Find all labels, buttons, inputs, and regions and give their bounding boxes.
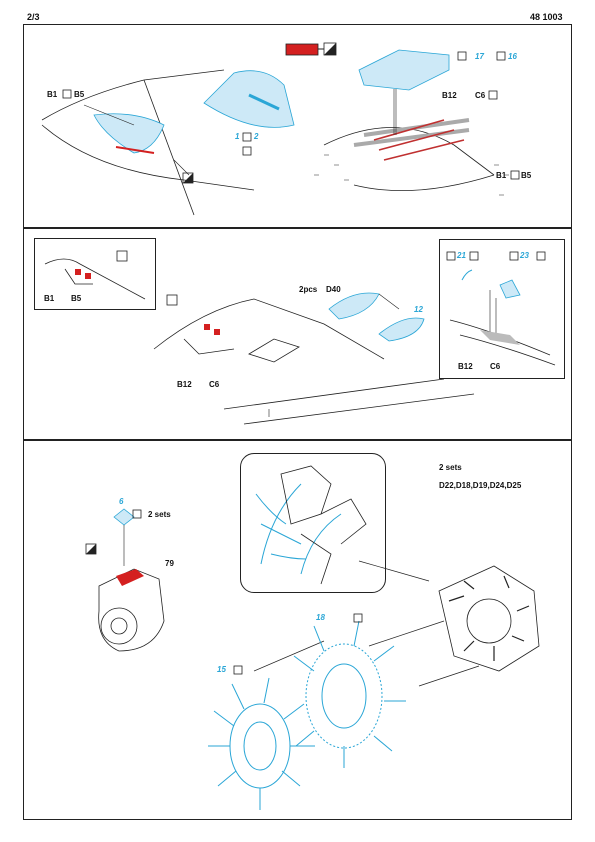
detail-inset-cockpit: 21 23 B12 C6 xyxy=(439,239,565,379)
etch-part-21-label: 21 xyxy=(457,251,466,260)
step-panel-3: 6 2 sets 79 2 sets D22,D18,D19,D24,D25 1… xyxy=(23,440,572,820)
etch-part-2-label: 2 xyxy=(254,132,259,141)
detail-inset-engine xyxy=(240,453,386,593)
hinge-detail-drawing xyxy=(44,250,146,300)
part-b5-label: B5 xyxy=(71,294,82,303)
panel-2-drawing xyxy=(153,292,475,425)
etch-part-23-label: 23 xyxy=(520,251,529,260)
part-c6-label: C6 xyxy=(209,380,220,389)
part-b5-right-label: B5 xyxy=(521,171,532,180)
etch-part-1-label: 1 xyxy=(235,132,240,141)
step-panel-2: B1 B5 2pcs D40 12 B12 C6 21 xyxy=(23,228,572,440)
sets-quantity-left: 2 sets xyxy=(148,510,171,519)
etch-part-17-label: 17 xyxy=(475,52,484,61)
part-b12-label: B12 xyxy=(177,380,192,389)
part-b5-label: B5 xyxy=(74,90,85,99)
part-c6-label: C6 xyxy=(475,91,486,100)
engine-detail-drawing xyxy=(255,465,367,585)
etch-part-6-label: 6 xyxy=(119,497,124,506)
cockpit-detail-drawing xyxy=(446,251,556,366)
product-code: 48 1003 xyxy=(530,12,563,22)
sets-quantity-right: 2 sets xyxy=(439,463,462,472)
part-b1-label: B1 xyxy=(47,90,58,99)
part-b12-label: B12 xyxy=(442,91,457,100)
etch-part-15-label: 15 xyxy=(217,665,226,674)
detail-inset-hinge: B1 B5 xyxy=(34,238,156,310)
part-79-label: 79 xyxy=(165,559,174,568)
step-panel-1: B1 B5 1 2 17 16 B12 C6 B1 B5 xyxy=(23,24,572,228)
part-b12-label: B12 xyxy=(458,362,473,371)
part-b1-label: B1 xyxy=(44,294,55,303)
part-b1-right-label: B1 xyxy=(496,171,507,180)
panel-1-drawing xyxy=(41,42,520,216)
quantity-label: 2pcs xyxy=(299,285,318,294)
part-d40-label: D40 xyxy=(326,285,341,294)
etch-part-16-label: 16 xyxy=(508,52,517,61)
engine-parts-list: D22,D18,D19,D24,D25 xyxy=(439,481,522,490)
panel-3-drawing xyxy=(85,508,540,810)
etch-part-18-label: 18 xyxy=(316,613,325,622)
page-number: 2/3 xyxy=(27,12,40,22)
etch-part-12-label: 12 xyxy=(414,305,423,314)
part-c6-label: C6 xyxy=(490,362,501,371)
